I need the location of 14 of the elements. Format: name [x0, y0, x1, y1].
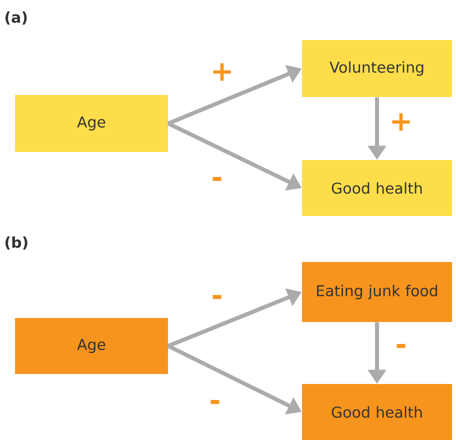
- factor-box: Volunteering: [302, 40, 452, 97]
- edge-label: -: [210, 294, 224, 306]
- edge-label: +: [388, 112, 414, 132]
- edge-label: -: [208, 398, 222, 412]
- factor-box: Age: [15, 318, 168, 374]
- panel-label: (b): [5, 236, 28, 250]
- edge-label: +: [209, 62, 235, 82]
- factor-box: Good health: [302, 160, 452, 216]
- edge-label: -: [394, 342, 408, 356]
- factor-box: Good health: [302, 384, 452, 440]
- edge-label: -: [210, 176, 224, 188]
- factor-box: Age: [15, 95, 168, 152]
- panel-label: (a): [5, 11, 27, 25]
- factor-box: Eating junk food: [302, 262, 452, 322]
